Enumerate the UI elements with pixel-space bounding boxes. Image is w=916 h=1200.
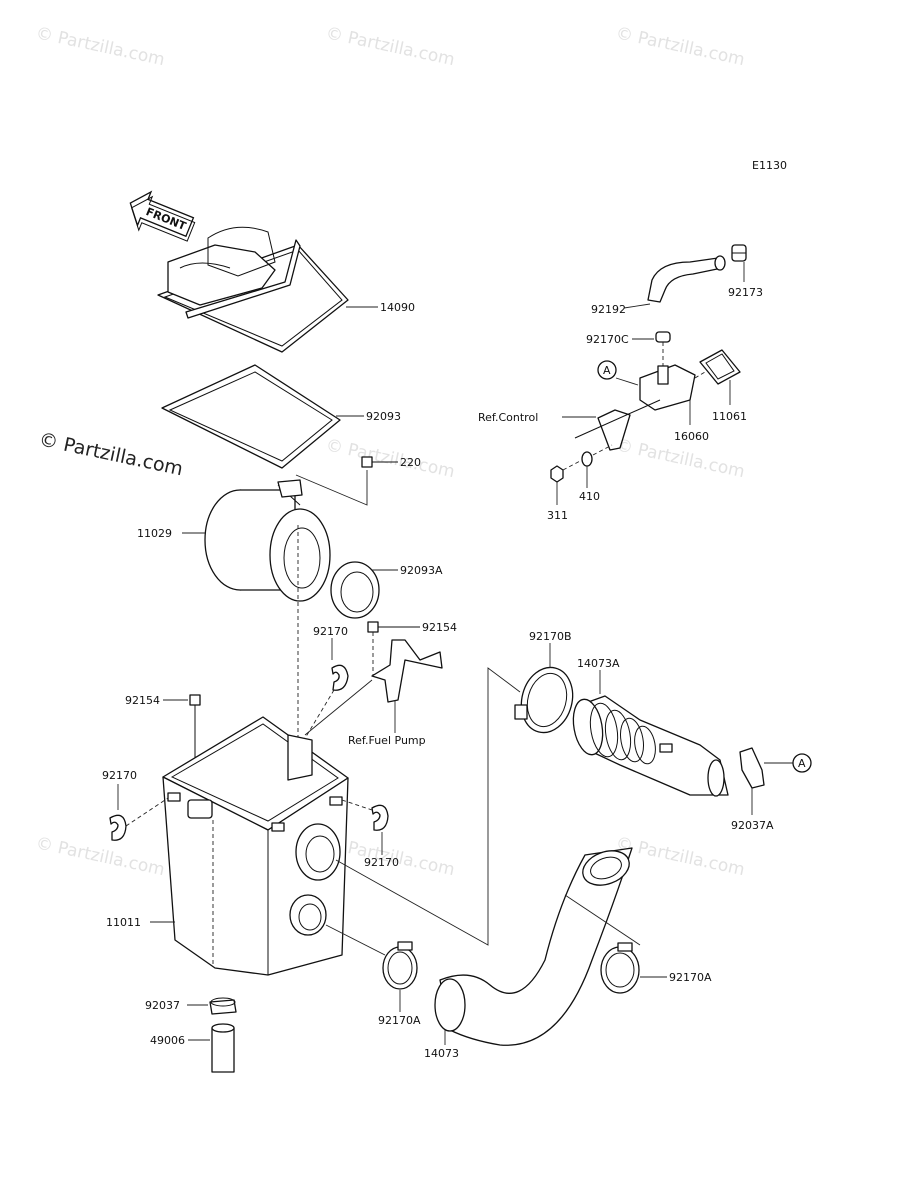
part-label-92093: 92093 bbox=[366, 410, 401, 423]
nut-311 bbox=[550, 465, 564, 483]
reference-marker-a-upper: A bbox=[597, 360, 617, 380]
drain-tube-49006 bbox=[211, 1023, 235, 1073]
part-label-410: 410 bbox=[579, 490, 600, 503]
clamp-92037A bbox=[739, 747, 765, 789]
diagram-code: E1130 bbox=[752, 159, 787, 172]
fuel-pump-bracket bbox=[371, 632, 443, 703]
watermark-text: © Partzilla.com bbox=[614, 23, 746, 70]
watermark-text: © Partzilla.com bbox=[34, 23, 166, 70]
bellows-duct-14073A bbox=[572, 695, 729, 797]
hose-92192 bbox=[647, 255, 726, 303]
part-label-11029: 11029 bbox=[137, 527, 172, 540]
part-label-92170-top: 92170 bbox=[313, 625, 348, 638]
gasket-11061 bbox=[699, 349, 741, 385]
part-label-220: 220 bbox=[400, 456, 421, 469]
part-label-92093A: 92093A bbox=[400, 564, 443, 577]
fitting-16060 bbox=[574, 364, 696, 451]
part-label-92154-right: 92154 bbox=[422, 621, 457, 634]
part-label-92173: 92173 bbox=[728, 286, 763, 299]
washer-410 bbox=[581, 451, 593, 467]
part-label-92192: 92192 bbox=[591, 303, 626, 316]
part-label-92037A: 92037A bbox=[731, 819, 774, 832]
svg-text:A: A bbox=[798, 757, 806, 770]
air-filter-element bbox=[204, 479, 331, 602]
part-label-11061: 11061 bbox=[712, 410, 747, 423]
part-label-11011: 11011 bbox=[106, 916, 141, 929]
clamp-92037 bbox=[209, 997, 237, 1015]
clamp-92170A-left bbox=[382, 941, 418, 990]
watermark-text: © Partzilla.com bbox=[614, 833, 746, 880]
clamp-92170B bbox=[514, 666, 574, 734]
part-label-14090: 14090 bbox=[380, 301, 415, 314]
part-label-92037: 92037 bbox=[145, 999, 180, 1012]
part-label-14073A: 14073A bbox=[577, 657, 620, 670]
part-label-14073: 14073 bbox=[424, 1047, 459, 1060]
watermark-text: © Partzilla.com bbox=[34, 833, 166, 880]
bolt-220 bbox=[361, 456, 398, 468]
clip-92170-top bbox=[331, 664, 349, 691]
part-label-92170A-left: 92170A bbox=[378, 1014, 421, 1027]
part-label-16060: 16060 bbox=[674, 430, 709, 443]
part-label-311: 311 bbox=[547, 509, 568, 522]
part-label-92170B: 92170B bbox=[529, 630, 572, 643]
intake-duct-14073 bbox=[434, 847, 633, 1046]
part-label-92154-left: 92154 bbox=[125, 694, 160, 707]
watermark-text: © Partzilla.com bbox=[324, 23, 456, 70]
seal-ring-92093A bbox=[330, 561, 380, 619]
part-label-92170C: 92170C bbox=[586, 333, 629, 346]
bolt-92154-right bbox=[367, 621, 420, 633]
clamp-92170A-right bbox=[600, 942, 640, 994]
watermark-text: © Partzilla.com bbox=[324, 435, 456, 482]
watermark-brand: © Partzilla.com bbox=[37, 428, 185, 480]
clip-92170-left bbox=[109, 814, 127, 841]
air-cleaner-case bbox=[162, 716, 349, 976]
part-label-92170A-right: 92170A bbox=[669, 971, 712, 984]
part-label-49006: 49006 bbox=[150, 1034, 185, 1047]
ref-control: Ref.Control bbox=[478, 411, 538, 424]
part-label-92170-mid: 92170 bbox=[364, 856, 399, 869]
air-cleaner-gasket bbox=[161, 364, 341, 469]
air-cleaner-cover bbox=[157, 226, 349, 353]
svg-text:A: A bbox=[603, 364, 611, 377]
clamp-92170C bbox=[655, 331, 671, 343]
front-arrow: FRONT bbox=[129, 190, 196, 242]
clamp-92173 bbox=[731, 244, 747, 262]
clip-92170-mid bbox=[371, 804, 389, 831]
part-label-92170-left: 92170 bbox=[102, 769, 137, 782]
ref-fuel-pump: Ref.Fuel Pump bbox=[348, 734, 426, 747]
reference-marker-a-lower: A bbox=[792, 753, 812, 773]
